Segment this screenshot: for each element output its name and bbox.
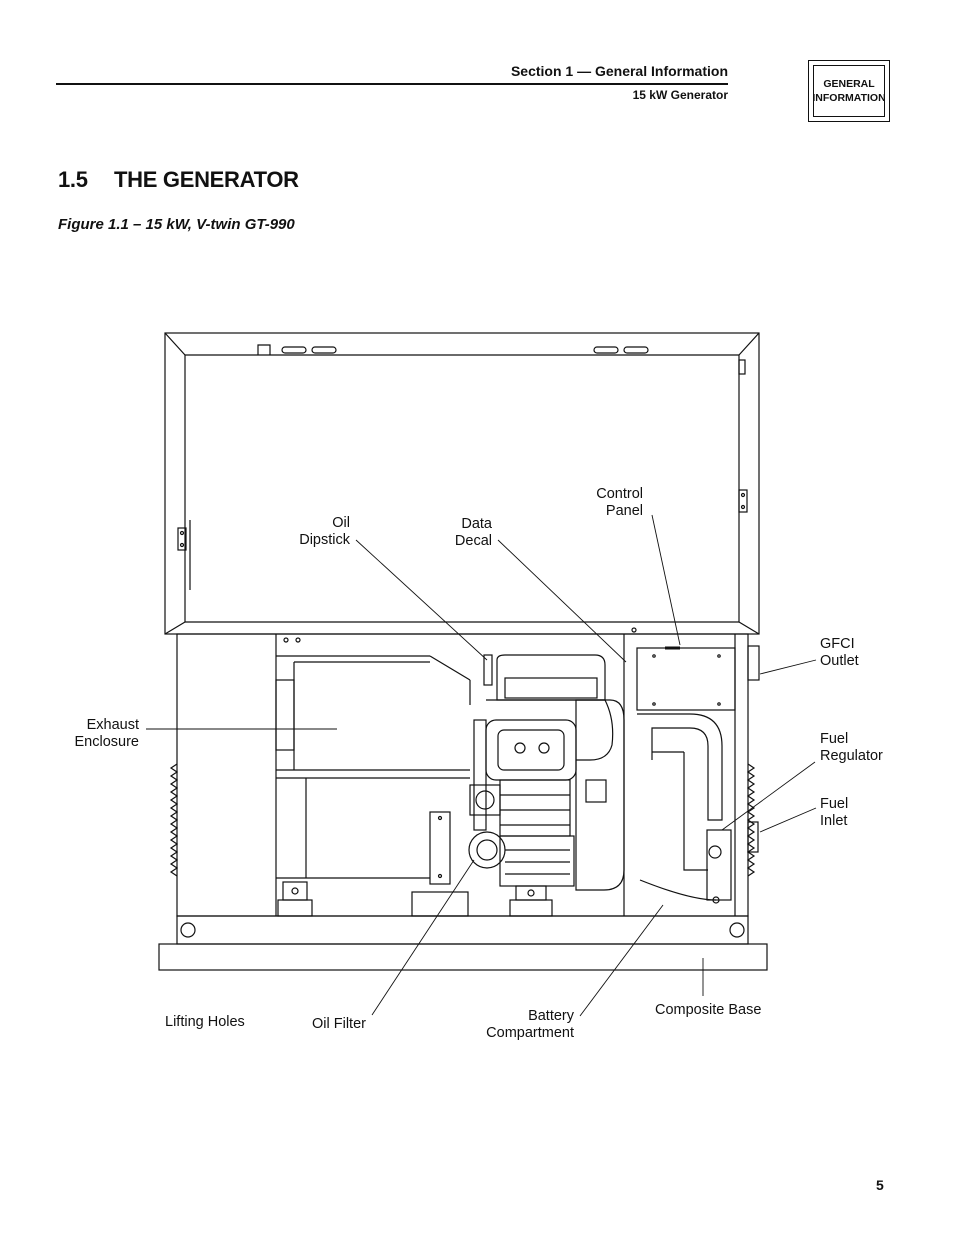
label-control-panel-line1: Control [596, 486, 643, 502]
label-data-decal-line2: Decal [454, 533, 492, 549]
header-section-title: Section 1 — General Information [510, 63, 728, 79]
section-tab-line2: INFORMATION [812, 92, 886, 104]
label-gfci-outlet: GFCI Outlet [820, 636, 859, 670]
label-exhaust-enclosure: Exhaust Enclosure [60, 717, 139, 751]
section-heading-number: 1.5 [58, 167, 88, 192]
label-fuel-regulator: Fuel Regulator [820, 731, 883, 765]
label-lifting-holes: Lifting Holes [165, 1014, 245, 1030]
section-tab-inner: GENERAL INFORMATION [812, 65, 886, 117]
label-data-decal: Data Decal [440, 516, 492, 550]
label-oil-filter: Oil Filter [312, 1016, 366, 1032]
label-fuel-inlet-line1: Fuel [820, 796, 849, 812]
label-fuel-regulator-line2: Regulator [820, 748, 883, 764]
exhaust-area-drawing [275, 637, 471, 917]
label-gfci-outlet-line1: GFCI [820, 636, 855, 652]
section-heading: 1.5 THE GENERATOR [58, 167, 299, 193]
label-exhaust-enclosure-line2: Enclosure [74, 734, 139, 750]
label-fuel-inlet-line2: Inlet [820, 813, 848, 829]
label-exhaust-enclosure-line1: Exhaust [86, 717, 139, 733]
engine-drawing [468, 654, 625, 917]
label-data-decal-line1: Data [461, 516, 492, 532]
leader-lines [146, 514, 817, 1017]
label-oil-dipstick-line2: Dipstick [299, 532, 350, 548]
label-composite-base: Composite Base [655, 1002, 762, 1018]
base-drawing [158, 915, 768, 971]
control-area-drawing [631, 627, 736, 904]
header-rule [56, 83, 728, 85]
label-fuel-regulator-line1: Fuel [820, 731, 849, 747]
section-tab-line1: GENERAL [823, 78, 875, 90]
section-tab: GENERAL INFORMATION [808, 60, 890, 122]
section-heading-title: THE GENERATOR [114, 167, 299, 192]
label-oil-dipstick-line1: Oil [332, 515, 350, 531]
page-number: 5 [876, 1177, 884, 1193]
lid-drawing [164, 332, 760, 635]
header-subtitle: 15 kW Generator [632, 88, 728, 102]
label-gfci-outlet-line2: Outlet [820, 653, 859, 669]
label-battery-compartment: Battery Compartment [474, 1008, 574, 1042]
label-battery-compartment-line2: Compartment [486, 1025, 574, 1041]
label-control-panel-line2: Panel [605, 503, 643, 519]
figure-caption: Figure 1.1 – 15 kW, V-twin GT-990 [58, 216, 295, 233]
label-oil-dipstick: Oil Dipstick [290, 515, 350, 549]
label-control-panel: Control Panel [586, 486, 643, 520]
label-battery-compartment-line1: Battery [528, 1008, 574, 1024]
label-fuel-inlet: Fuel Inlet [820, 796, 848, 830]
